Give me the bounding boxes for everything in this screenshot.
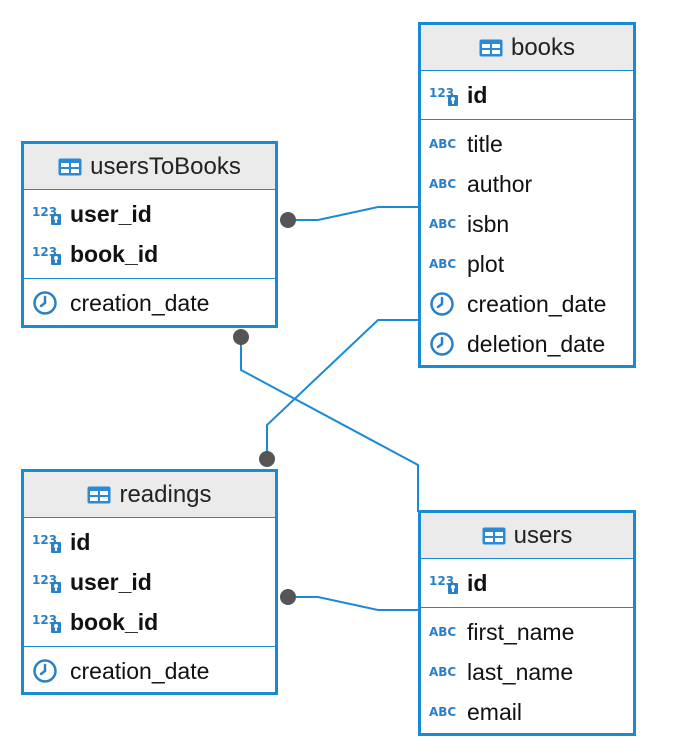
column-name: book_id: [70, 240, 159, 267]
numeric-key-icon: 123: [32, 242, 70, 266]
column-row[interactable]: ABC email: [421, 692, 633, 732]
key-column-row[interactable]: 123 book_id: [24, 234, 275, 274]
table-name: readings: [119, 480, 212, 508]
svg-text:123: 123: [429, 86, 454, 100]
clock-icon: [32, 658, 70, 684]
text-abc-icon: ABC: [429, 257, 457, 271]
table-name: books: [510, 33, 576, 61]
column-row[interactable]: creation_date: [421, 284, 633, 324]
column-name: first_name: [467, 618, 575, 645]
text-abc-icon: ABC: [429, 625, 457, 639]
column-row[interactable]: ABC last_name: [421, 652, 633, 692]
numeric-key-icon: 123: [32, 202, 70, 226]
column-row[interactable]: ABC plot: [421, 244, 633, 284]
key-columns-section: 123 id: [421, 559, 633, 607]
table-name: users: [513, 521, 573, 549]
column-name: creation_date: [467, 290, 607, 317]
text-abc-icon: ABC: [429, 217, 457, 231]
column-name: id: [467, 569, 488, 596]
clock-icon: [32, 290, 70, 316]
column-row[interactable]: ABC author: [421, 164, 633, 204]
column-name: plot: [467, 250, 505, 277]
link-readings-users: [288, 596, 420, 611]
column-row[interactable]: ABC title: [421, 124, 633, 164]
svg-text:123: 123: [32, 613, 57, 627]
table-icon: [479, 39, 503, 57]
key-columns-section: 123 id 123 user_id 123 book_id: [24, 518, 275, 646]
column-name: id: [70, 528, 91, 555]
column-name: author: [467, 170, 533, 197]
column-name: id: [467, 81, 488, 108]
column-name: book_id: [70, 608, 159, 635]
clock-icon: [429, 331, 467, 357]
numeric-key-icon: 123: [429, 83, 467, 107]
link-readings-books: [266, 319, 420, 459]
svg-text:123: 123: [429, 574, 454, 588]
numeric-key-icon: 123: [32, 570, 70, 594]
table-icon: [58, 158, 82, 176]
table-title-bar[interactable]: users: [421, 513, 633, 559]
connector-dot: [280, 589, 296, 605]
column-row[interactable]: creation_date: [24, 283, 275, 323]
key-column-row[interactable]: 123 user_id: [24, 562, 275, 602]
column-row[interactable]: deletion_date: [421, 324, 633, 364]
table-title-bar[interactable]: readings: [24, 472, 275, 518]
clock-icon: [429, 291, 467, 317]
svg-text:123: 123: [32, 533, 57, 547]
text-abc-icon: ABC: [429, 177, 457, 191]
table-icon: [482, 527, 506, 545]
column-name: isbn: [467, 210, 510, 237]
connector-dot: [233, 329, 249, 345]
table-name: usersToBooks: [90, 152, 241, 180]
column-name: user_id: [70, 200, 152, 227]
table-title-bar[interactable]: usersToBooks: [24, 144, 275, 190]
columns-section: creation_date: [24, 278, 275, 327]
numeric-key-icon: 123: [32, 610, 70, 634]
table-usersToBooks[interactable]: usersToBooks 123 user_id 123 book_id creation…: [21, 141, 278, 328]
table-title-bar[interactable]: books: [421, 25, 633, 71]
column-name: creation_date: [70, 289, 210, 316]
table-icon: [87, 486, 111, 504]
column-name: last_name: [467, 658, 574, 685]
key-columns-section: 123 user_id 123 book_id: [24, 190, 275, 278]
column-name: deletion_date: [467, 330, 606, 357]
key-column-row[interactable]: 123 user_id: [24, 194, 275, 234]
column-name: email: [467, 698, 522, 725]
column-row[interactable]: ABC isbn: [421, 204, 633, 244]
key-columns-section: 123 id: [421, 71, 633, 119]
numeric-key-icon: 123: [429, 571, 467, 595]
connector-dot: [259, 451, 275, 467]
column-name: creation_date: [70, 657, 210, 684]
text-abc-icon: ABC: [429, 137, 457, 151]
column-row[interactable]: creation_date: [24, 651, 275, 691]
column-name: title: [467, 130, 503, 157]
link-usersToBooks-books: [288, 206, 420, 221]
connector-dot: [280, 212, 296, 228]
svg-text:123: 123: [32, 573, 57, 587]
column-row[interactable]: ABC first_name: [421, 612, 633, 652]
svg-text:123: 123: [32, 205, 57, 219]
key-column-row[interactable]: 123 book_id: [24, 602, 275, 642]
svg-text:123: 123: [32, 245, 57, 259]
key-column-row[interactable]: 123 id: [24, 522, 275, 562]
link-usersToBooks-users: [240, 337, 419, 512]
text-abc-icon: ABC: [429, 705, 457, 719]
column-name: user_id: [70, 568, 152, 595]
numeric-key-icon: 123: [32, 530, 70, 554]
key-column-row[interactable]: 123 id: [421, 563, 633, 603]
text-abc-icon: ABC: [429, 665, 457, 679]
columns-section: creation_date: [24, 646, 275, 695]
key-column-row[interactable]: 123 id: [421, 75, 633, 115]
